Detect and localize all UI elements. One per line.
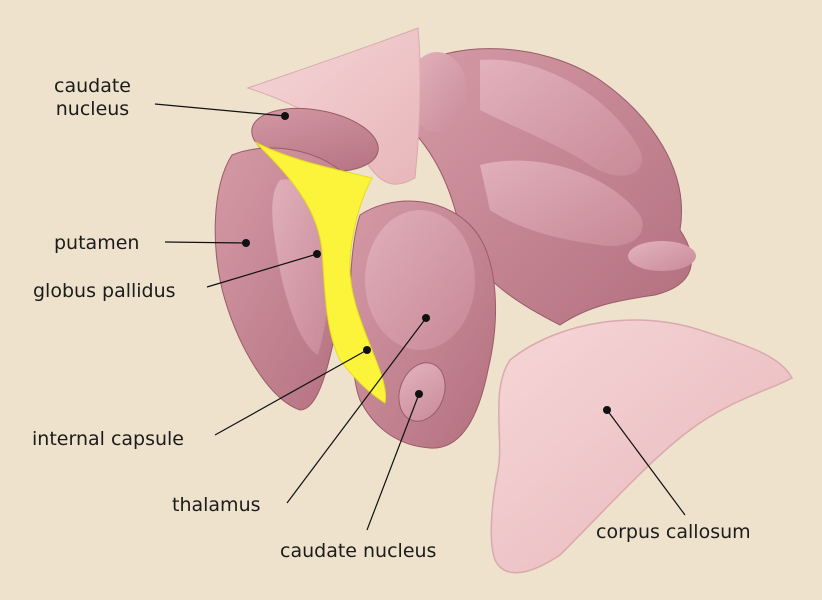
label-internal-capsule: internal capsule — [32, 428, 184, 451]
upper-right-cut-d — [628, 241, 696, 271]
label-caudate-nucleus-head: caudate nucleus — [54, 75, 131, 121]
pin-thalamus — [422, 314, 430, 322]
pin-putamen — [242, 239, 250, 247]
leader-caudate-head — [155, 104, 285, 116]
pin-globus-pallidus — [313, 250, 321, 258]
label-corpus-callosum: corpus callosum — [596, 521, 751, 544]
label-putamen: putamen — [54, 232, 139, 255]
pin-internal-capsule — [363, 346, 371, 354]
pin-corpus-callosum — [603, 406, 611, 414]
label-globus-pallidus: globus pallidus — [33, 280, 176, 303]
pin-caudate-head — [281, 112, 289, 120]
label-caudate-nucleus-tail: caudate nucleus — [280, 540, 436, 563]
pin-caudate-tail — [415, 390, 423, 398]
label-thalamus: thalamus — [172, 494, 261, 517]
thalamus-cut — [365, 210, 475, 350]
